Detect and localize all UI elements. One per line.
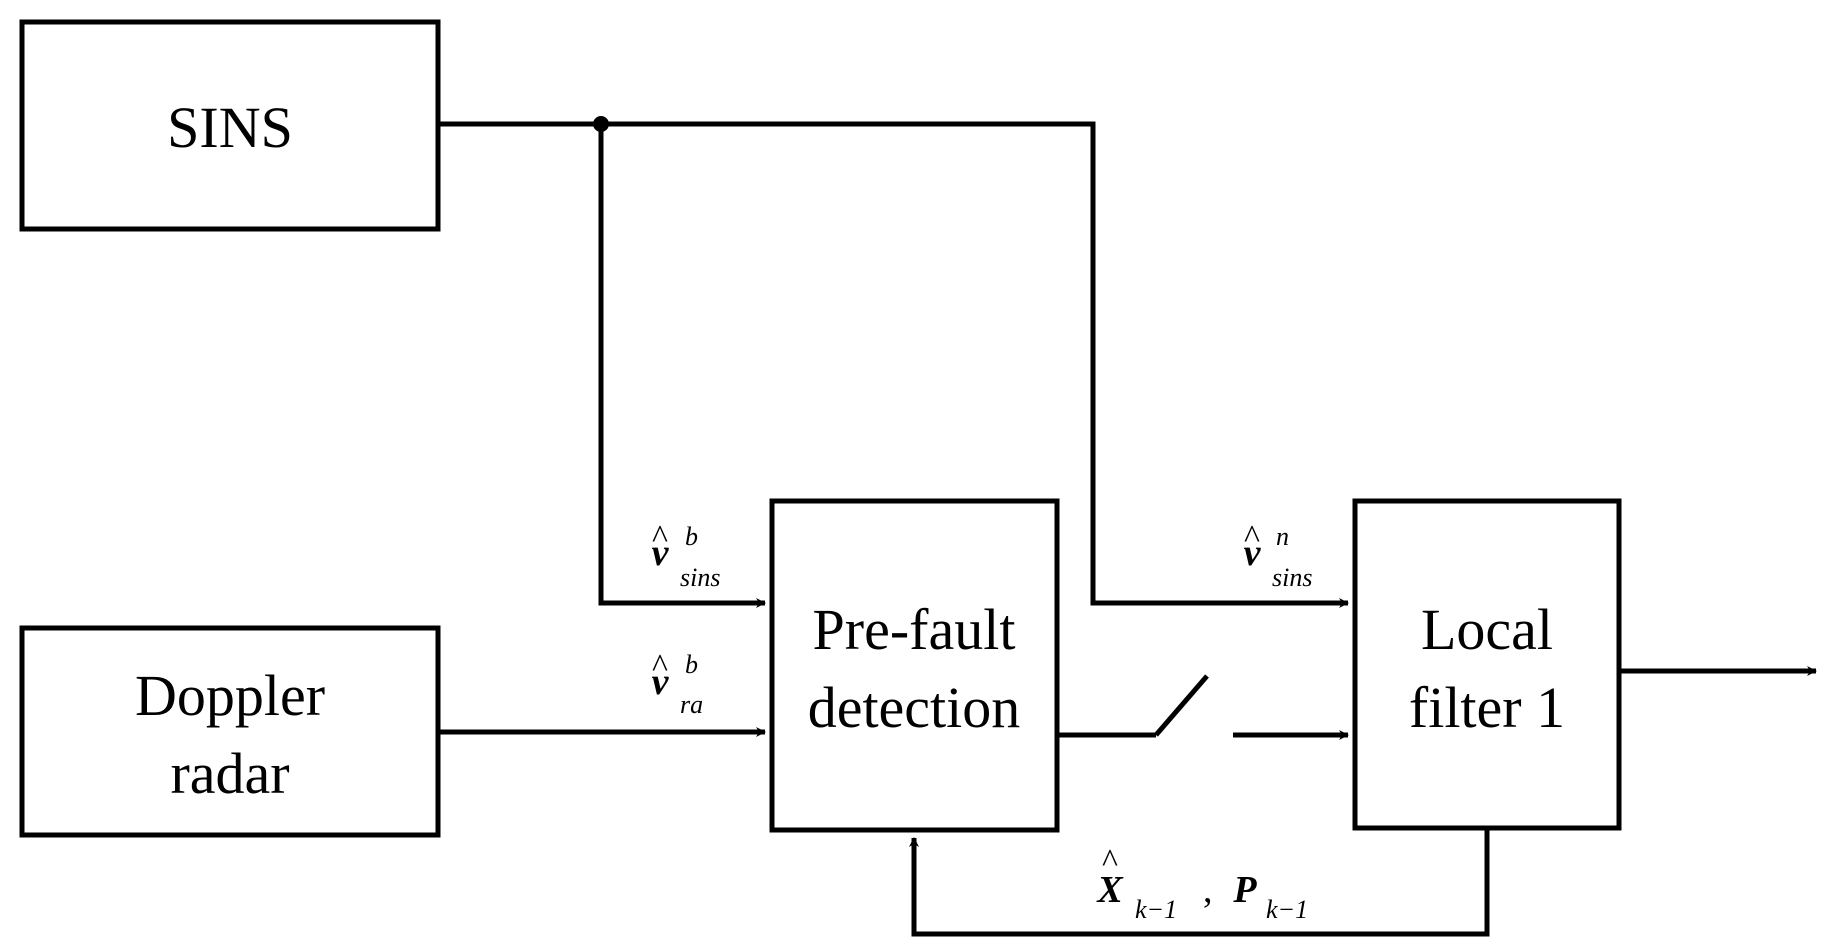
doppler-label-line1: Doppler <box>135 663 325 728</box>
feedback-line <box>909 828 1490 937</box>
doppler-radar-block: Doppler radar <box>19 625 441 838</box>
sins-label: SINS <box>167 95 293 160</box>
sins-to-prefault-line <box>598 124 766 608</box>
v-ra-b-hat: ^ <box>652 648 668 685</box>
local-filter-box <box>1352 498 1622 831</box>
junction-dot <box>593 116 609 132</box>
doppler-label-line2: radar <box>170 741 289 806</box>
local-filter-block: Local filter 1 <box>1352 498 1622 831</box>
x-hat-accent: ^ <box>1102 843 1118 880</box>
v-sins-n-superscript: n <box>1276 522 1289 551</box>
p-symbol: P <box>1232 869 1257 911</box>
pre-fault-detection-box <box>769 498 1060 833</box>
p-subscript: k−1 <box>1266 895 1308 924</box>
v-sins-b-hat: ^ <box>652 519 668 556</box>
pre-fault-detection-block: Pre-fault detection <box>769 498 1060 833</box>
sins-block: SINS <box>19 19 441 232</box>
v-ra-b-symbol: v <box>652 661 670 703</box>
v-sins-n-hat: ^ <box>1244 519 1260 556</box>
v-sins-n-subscript: sins <box>1272 563 1312 592</box>
v-sins-b-symbol: v <box>652 532 670 574</box>
pre-fault-label-line2: detection <box>808 675 1021 740</box>
local-filter-label-line1: Local <box>1421 597 1553 662</box>
label-feedback: ^ X k−1 , P k−1 <box>1096 843 1308 924</box>
v-ra-b-subscript: ra <box>680 690 703 719</box>
sins-to-local-filter-line <box>438 121 1349 608</box>
label-v-sins-n: ^ v n sins <box>1244 519 1313 592</box>
local-filter-label-line2: filter 1 <box>1409 675 1565 740</box>
v-sins-n-symbol: v <box>1244 532 1262 574</box>
v-sins-b-superscript: b <box>685 522 698 551</box>
x-subscript: k−1 <box>1135 895 1177 924</box>
doppler-radar-box <box>19 625 441 838</box>
feedback-separator: , <box>1203 869 1213 911</box>
v-sins-b-subscript: sins <box>680 563 720 592</box>
x-symbol: X <box>1096 869 1124 911</box>
label-v-sins-b: ^ v b sins <box>652 519 721 592</box>
switch-blade <box>1154 674 1209 737</box>
label-v-ra-b: ^ v b ra <box>652 648 704 719</box>
v-ra-b-superscript: b <box>685 650 698 679</box>
sins-box <box>19 19 441 232</box>
pre-fault-label-line1: Pre-fault <box>813 597 1016 662</box>
